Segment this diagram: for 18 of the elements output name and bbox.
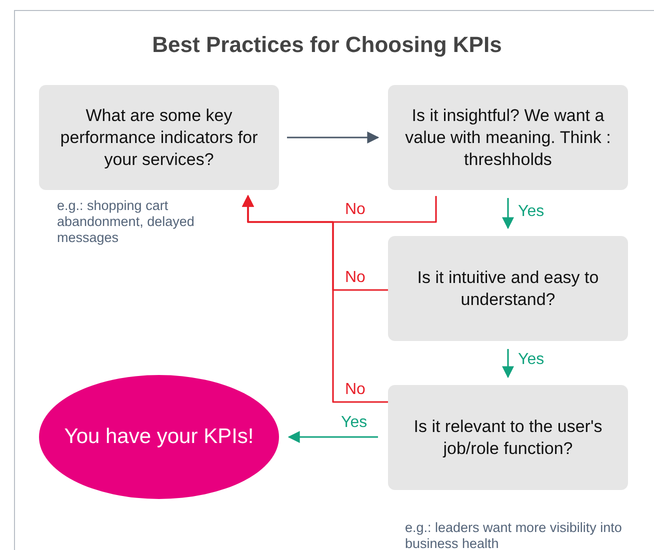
process-box	[388, 385, 628, 490]
arrow	[287, 132, 380, 144]
arrow	[502, 198, 514, 230]
node-text: You have your KPIs!	[64, 424, 254, 450]
node-text: Is it insightful? We want a value with meaning. Think : threshholds	[404, 104, 612, 170]
arrow	[502, 349, 514, 378]
arrow	[242, 194, 388, 403]
node-text: Is it intuitive and easy to understand?	[416, 266, 600, 310]
arrow	[288, 431, 378, 443]
node-text: What are some key performance indicators for your services?	[59, 104, 259, 170]
title: Best Practices for Choosing KPIs	[151, 32, 503, 58]
process-box	[39, 85, 279, 190]
example-note: e.g.: shopping cart abandonment, delayed messages	[57, 198, 196, 246]
node-text: Is it relevant to the user's job/role function?	[412, 416, 604, 460]
process-box	[388, 236, 628, 341]
example-note: e.g.: leaders want more visibility into business health	[405, 520, 623, 550]
terminal-ellipse	[39, 375, 279, 499]
process-box	[388, 85, 628, 190]
